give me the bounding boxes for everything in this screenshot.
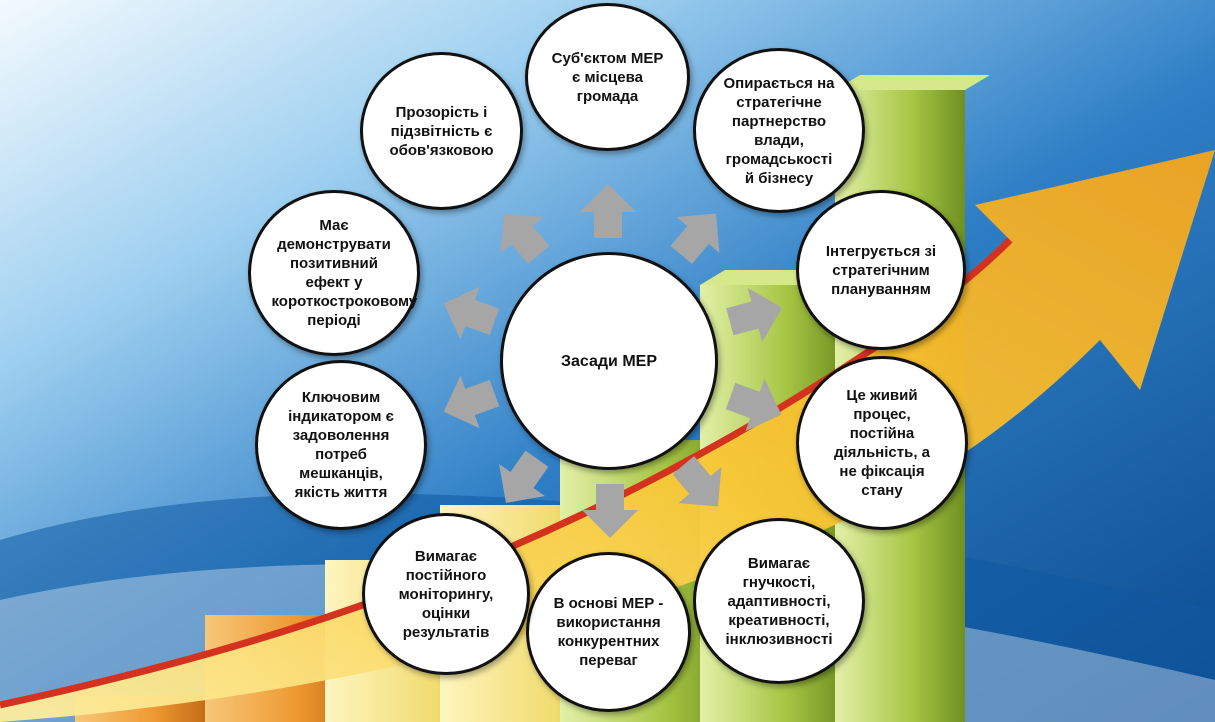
- center-node: Засади МЕР: [500, 252, 718, 470]
- node-3-label: Інтегрується зі стратегічним плануванням: [825, 242, 937, 298]
- node-7-label: Вимагає постійного моніторингу, оцінки р…: [398, 547, 494, 641]
- node-4: Це живий процес, постійна діяльність, а …: [796, 356, 968, 530]
- arrow-down-icon: [580, 480, 640, 540]
- center-node-label: Засади МЕР: [560, 352, 658, 370]
- arrow-down-right-icon: [670, 455, 730, 515]
- node-5-label: Вимагає гнучкості, адаптивності, креатив…: [725, 554, 833, 648]
- node-5: Вимагає гнучкості, адаптивності, креатив…: [693, 518, 865, 684]
- arrow-up-left-icon: [492, 205, 552, 265]
- arrow-down-left-icon: [492, 450, 552, 510]
- node-6: В основі МЕР - використання конкурентних…: [526, 552, 691, 712]
- node-10-label: Прозорість і підзвітність є обов'язковою: [389, 103, 494, 159]
- node-2-label: Опирається на стратегічне партнерство вл…: [723, 74, 835, 187]
- node-10: Прозорість і підзвітність є обов'язковою: [360, 52, 523, 210]
- node-8: Ключовим індикатором є задоволення потре…: [255, 360, 427, 530]
- arrow-right-upper-icon: [725, 285, 785, 345]
- arrow-up-right-icon: [668, 205, 728, 265]
- node-7: Вимагає постійного моніторингу, оцінки р…: [362, 513, 530, 675]
- node-1: Суб'єктом МЕР є місцева громада: [525, 3, 690, 151]
- node-1-label: Суб'єктом МЕР є місцева громада: [551, 49, 664, 105]
- arrow-right-lower-icon: [725, 375, 785, 435]
- node-9: Має демонструвати позитивний ефект у кор…: [248, 190, 420, 356]
- node-8-label: Ключовим індикатором є задоволення потре…: [288, 389, 394, 501]
- node-2: Опирається на стратегічне партнерство вл…: [693, 48, 865, 213]
- node-3: Інтегрується зі стратегічним плануванням: [796, 190, 966, 350]
- arrow-left-upper-icon: [440, 283, 500, 343]
- node-6-label: В основі МЕР - використання конкурентних…: [553, 595, 664, 669]
- node-4-label: Це живий процес, постійна діяльність, а …: [833, 387, 930, 499]
- arrow-left-lower-icon: [440, 372, 500, 432]
- node-9-label: Має демонструвати позитивний ефект у кор…: [271, 217, 418, 329]
- arrow-up-icon: [578, 182, 638, 242]
